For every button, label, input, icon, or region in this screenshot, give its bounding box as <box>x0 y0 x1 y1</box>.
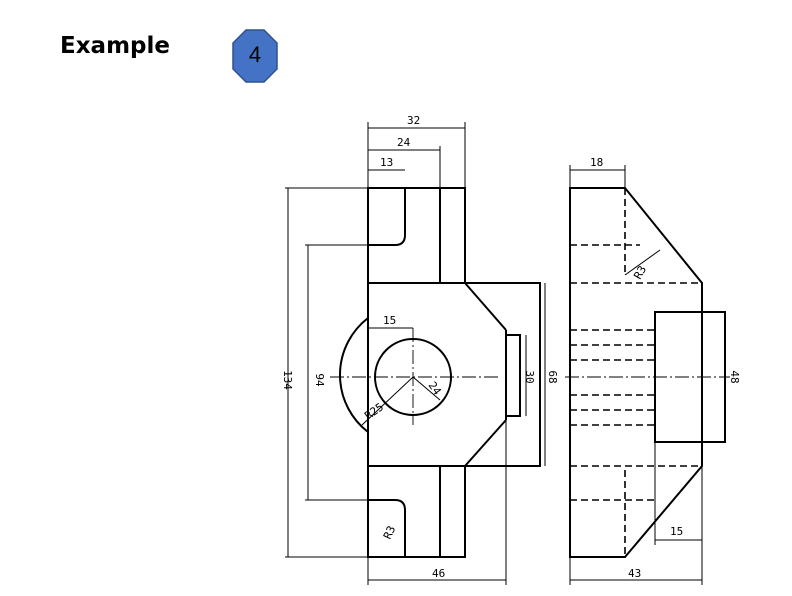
example-number: 4 <box>248 42 262 67</box>
dim-94: 94 <box>313 373 326 387</box>
dim-30: 30 <box>523 370 536 383</box>
dim-18: 18 <box>590 156 603 169</box>
side-view-outline <box>569 187 703 558</box>
radius-r3-front: R3 <box>381 524 398 542</box>
front-view-boss <box>505 330 521 420</box>
dim-32: 32 <box>407 114 420 127</box>
arc-radius-leader <box>361 376 414 426</box>
front-view-upper-notch <box>368 188 406 246</box>
front-view-outline <box>367 187 541 558</box>
front-view-dimensions: 32 24 13 15 134 94 30 68 46 24 R25 R3 <box>281 114 559 585</box>
front-view-chamfer-bottom <box>464 419 507 467</box>
dim-24: 24 <box>397 136 411 149</box>
dim-134: 134 <box>281 370 294 390</box>
side-view-dimensions: 18 48 15 43 R3 <box>569 156 741 585</box>
dim-68: 68 <box>546 370 559 383</box>
radius-r3-side: R3 <box>631 264 649 282</box>
dim-48: 48 <box>728 370 741 383</box>
radius-r25: R25 <box>362 400 386 422</box>
dim-15-side: 15 <box>670 525 683 538</box>
dim-46: 46 <box>432 567 445 580</box>
front-view <box>330 187 541 558</box>
page-title: Example <box>60 33 170 59</box>
side-view <box>565 187 730 558</box>
example-number-badge: 4 <box>232 26 298 88</box>
front-view-arc <box>339 317 369 433</box>
octagon-shape <box>232 29 278 83</box>
front-view-chamfer-top <box>464 282 507 331</box>
dim-43: 43 <box>628 567 641 580</box>
dim-15: 15 <box>383 314 396 327</box>
radius-24: 24 <box>426 379 444 398</box>
bore-radius-leader <box>412 376 441 401</box>
front-view-lower-notch <box>368 499 406 557</box>
dim-13: 13 <box>380 156 393 169</box>
